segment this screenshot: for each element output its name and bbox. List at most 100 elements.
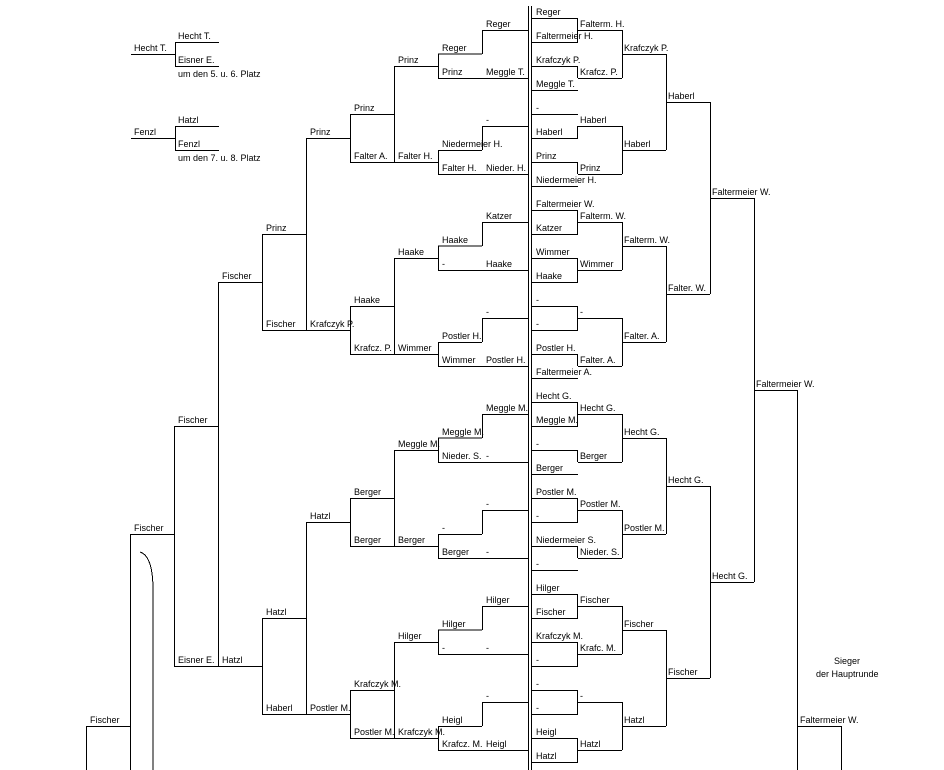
player-name: Prinz [266,223,287,233]
player-name: Fischer [178,415,208,425]
player-name: Haake [486,259,513,269]
player-name: Postler M. [536,487,577,497]
player-name: Hatzl [266,607,287,617]
player-name: Nieder. S. [442,451,482,461]
player-name: Hilger [486,595,510,605]
player-name: Hatzl [222,655,243,665]
player-name: Fischer [580,595,610,605]
player-name: Postler H. [486,355,526,365]
player-name: Falterm. W. [580,211,627,221]
player-name: Prinz [310,127,331,137]
player-name: Hilger [442,619,466,629]
player-name: Postler M. [580,499,621,509]
player-name: - [486,451,489,461]
player-name: Berger [354,535,382,545]
player-name: Falter. A. [580,355,616,365]
player-name: Fischer [668,667,698,677]
player-name: Fischer [90,715,120,725]
placement-name: Fenzl [134,127,157,137]
player-name: Meggle T. [536,79,575,89]
player-name: Fischer [222,271,252,281]
player-name: - [536,559,539,569]
player-name: Katzer [486,211,513,221]
player-name: Falter H. [442,163,477,173]
player-name: Niedermeier H. [442,139,503,149]
player-name: Krafczyk M. [536,631,584,641]
placement-name: Hecht T. [134,43,167,53]
player-name: Niedermeier H. [536,175,597,185]
player-name: Prinz [442,67,463,77]
player-name: Falter. W. [668,283,707,293]
placement-name: Eisner E. [178,55,215,65]
player-name: Wimmer [442,355,476,365]
placement-name: Fenzl [178,139,201,149]
player-name: Heigl [442,715,463,725]
player-name: Hecht G. [580,403,616,413]
player-name: Eisner E. [178,655,215,665]
player-name: Hilger [536,583,560,593]
winner-caption: Sieger [834,656,861,666]
player-name: Hatzl [310,511,331,521]
player-name: Hilger [398,631,422,641]
player-name: Hecht G. [624,427,660,437]
player-name: Haberl [266,703,293,713]
player-name: Berger [580,451,608,461]
placement-name: Hecht T. [178,31,211,41]
player-name: Niedermeier S. [536,535,597,545]
player-name: Postler H. [442,331,482,341]
player-name: - [442,523,445,533]
player-name: Berger [536,463,564,473]
player-name: - [536,511,539,521]
player-name: Reger [536,7,561,17]
player-name: Krafczyk P. [624,43,669,53]
player-name: - [442,643,445,653]
player-name: Prinz [580,163,601,173]
player-name: Reger [442,43,467,53]
player-name: Hatzl [624,715,645,725]
player-name: Krafczyk P. [310,319,355,329]
player-name: Hecht G. [712,571,748,581]
player-name: - [442,259,445,269]
player-name: Haake [398,247,425,257]
player-name: Postler H. [536,343,576,353]
player-name: Krafczyk M. [354,679,402,689]
player-name: Krafc. M. [580,643,617,653]
player-name: - [486,307,489,317]
player-name: Krafcz. M. [442,739,483,749]
player-name: Falterm. H. [580,19,625,29]
player-name: Katzer [536,223,563,233]
player-name: - [536,703,539,713]
player-name: Haberl [580,115,607,125]
player-name: Hecht G. [668,475,704,485]
player-name: Wimmer [398,343,432,353]
player-name: Haberl [536,127,563,137]
player-name: Fischer [624,619,654,629]
player-name: - [536,439,539,449]
player-name: Wimmer [536,247,570,257]
player-name: Wimmer [580,259,614,269]
player-name: Meggle M. [442,427,485,437]
player-name: Hecht G. [536,391,572,401]
player-name: Haberl [668,91,695,101]
player-name: Hatzl [580,739,601,749]
player-name: - [486,643,489,653]
player-name: Nieder. H. [486,163,527,173]
player-name: Falter. A. [624,331,660,341]
placement-caption: um den 5. u. 6. Platz [178,69,261,79]
player-name: Haberl [624,139,651,149]
player-name: Meggle M. [486,403,529,413]
player-name: Krafcz. P. [580,67,618,77]
player-name: Berger [354,487,382,497]
player-name: Krafczyk M. [398,727,446,737]
player-name: Meggle M. [536,415,579,425]
player-name: Postler M. [310,703,351,713]
player-name: - [486,499,489,509]
player-name: Prinz [536,151,557,161]
player-name: - [580,307,583,317]
player-name: Faltermeier W. [712,187,771,197]
player-name: Nieder. S. [580,547,620,557]
player-name: Haake [442,235,469,245]
player-name: Reger [486,19,511,29]
player-name: Hatzl [536,751,557,761]
player-name: Fischer [134,523,164,533]
